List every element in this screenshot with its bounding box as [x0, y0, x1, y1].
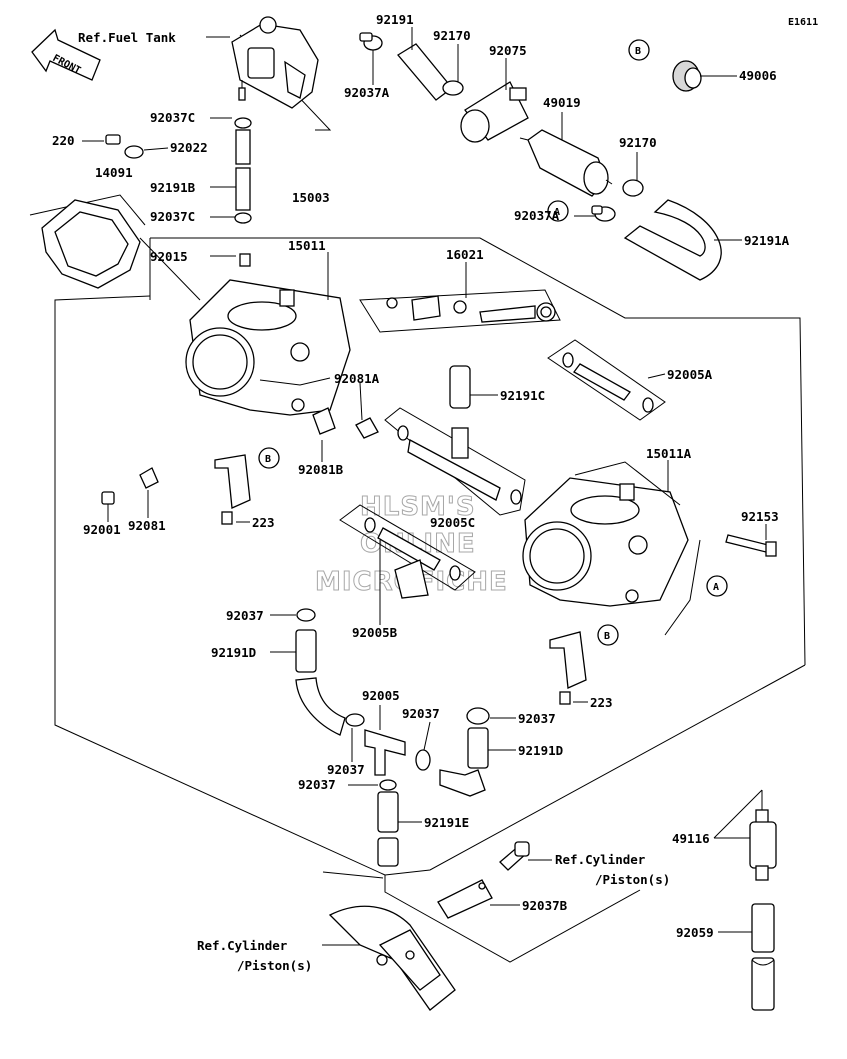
- part-label: 15003: [292, 190, 330, 205]
- part-label: 223: [252, 515, 275, 530]
- part-label: 92191D: [211, 645, 256, 660]
- fuel-filter: [519, 129, 644, 222]
- small-hardware-left: [105, 117, 252, 224]
- part-label: 92191E: [424, 815, 469, 830]
- ref-fuel-tank-label: Ref.Fuel Tank: [78, 30, 176, 45]
- bolt-92001: [101, 491, 115, 514]
- part-label: 92191A: [744, 233, 790, 248]
- part-label: 92059: [676, 925, 714, 940]
- shaft-92005B: [339, 504, 476, 610]
- part-label: 92191: [376, 12, 414, 27]
- throttle-assembly: [359, 289, 561, 333]
- part-label: 92037: [226, 608, 264, 623]
- part-label: 14091: [95, 165, 133, 180]
- part-label: 15011: [288, 238, 326, 253]
- carburetor-15011: [185, 253, 351, 416]
- part-label: 92191B: [150, 180, 196, 195]
- part-label: 15011A: [646, 446, 692, 461]
- part-label: 92005C: [430, 515, 475, 530]
- part-label: 92075: [489, 43, 527, 58]
- svg-text:A: A: [554, 207, 560, 218]
- part-label: 92191C: [500, 388, 545, 403]
- fuel-valve: [231, 16, 319, 109]
- gasket-14091: [41, 199, 201, 301]
- svg-text:A: A: [713, 582, 719, 593]
- part-labels: Ref.Fuel Tank 92191 92170 92075 49006 92…: [52, 12, 790, 973]
- springs: [139, 407, 379, 489]
- part-label: 16021: [446, 247, 484, 262]
- ref-piston-label: /Piston(s): [595, 872, 670, 887]
- part-label: 92037: [402, 706, 440, 721]
- part-label: 49116: [672, 831, 710, 846]
- fuel-tees: [384, 365, 526, 516]
- shaft-92005A: [547, 339, 666, 421]
- svg-text:B: B: [604, 631, 610, 642]
- part-label: 92015: [150, 249, 188, 264]
- carburetor-15011A: [522, 461, 701, 636]
- part-label: 92022: [170, 140, 208, 155]
- ref-cylinder-bottom: [328, 905, 456, 1011]
- part-label: 92037A: [514, 208, 560, 223]
- svg-text:B: B: [635, 46, 641, 57]
- ref-piston-label: /Piston(s): [237, 958, 312, 973]
- part-label: 92081A: [334, 371, 380, 386]
- part-label: 92081B: [298, 462, 344, 477]
- fuel-line-top: [359, 32, 702, 143]
- part-label: 92037C: [150, 209, 195, 224]
- ref-cylinder-label: Ref.Cylinder: [555, 852, 646, 867]
- part-label: 92081: [128, 518, 166, 533]
- part-label: 92037C: [150, 110, 195, 125]
- part-label: 92001: [83, 522, 121, 537]
- part-label: 92037B: [522, 898, 568, 913]
- callouts: B A B A B: [258, 39, 728, 646]
- part-label: 92037: [327, 762, 365, 777]
- part-label: 220: [52, 133, 75, 148]
- part-label: 92037: [298, 777, 336, 792]
- part-label: 49006: [739, 68, 777, 83]
- part-label: 92153: [741, 509, 779, 524]
- part-label: 92005B: [352, 625, 398, 640]
- vent-fitting: [749, 790, 777, 1011]
- leader-lines: [82, 27, 767, 946]
- brackets: [214, 454, 587, 705]
- lower-hoses-right: [437, 707, 530, 919]
- hose-92191A: [623, 199, 722, 281]
- part-label: 92037A: [344, 85, 390, 100]
- part-label: 49019: [543, 95, 581, 110]
- lower-hoses-left: [295, 608, 431, 867]
- diagram-code: E1611: [788, 17, 818, 28]
- part-label: 92170: [433, 28, 471, 43]
- part-label: 92005A: [667, 367, 713, 382]
- svg-text:HLSM'S: HLSM'S: [360, 492, 476, 522]
- screw-92153: [725, 534, 777, 557]
- part-label: 92170: [619, 135, 657, 150]
- part-label: 92191D: [518, 743, 563, 758]
- part-label: 92037: [518, 711, 556, 726]
- ref-cylinder-label: Ref.Cylinder: [197, 938, 288, 953]
- part-label: 92005: [362, 688, 400, 703]
- svg-text:B: B: [265, 454, 271, 465]
- part-label: 223: [590, 695, 613, 710]
